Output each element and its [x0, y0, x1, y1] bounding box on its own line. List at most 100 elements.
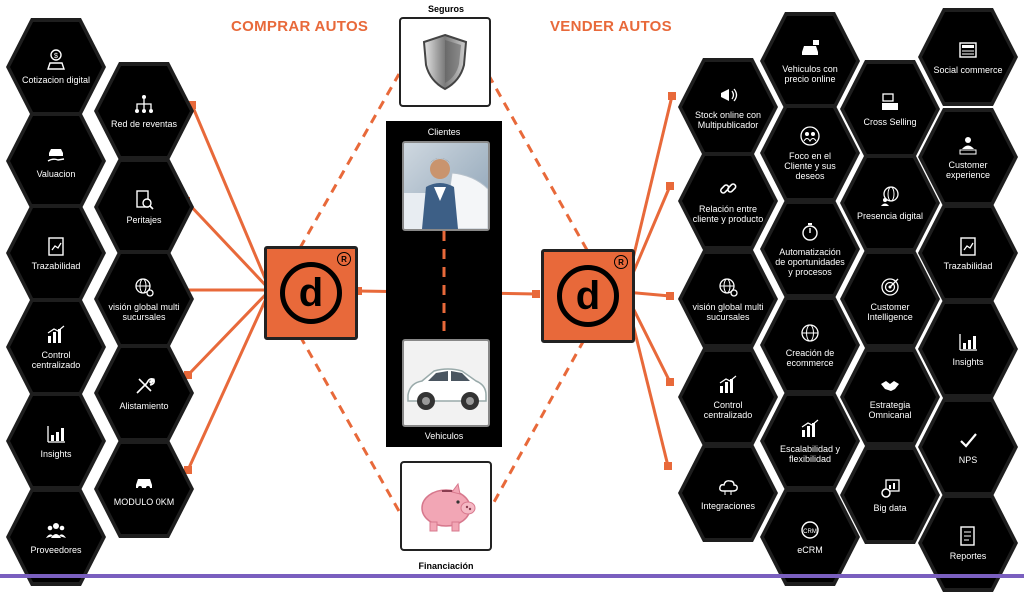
right-hexagon: Insights — [918, 300, 1018, 398]
right-hexagon: visión global multi sucursales — [678, 250, 778, 348]
handshake-icon — [881, 381, 899, 391]
hexagon-label: Proveedores — [30, 545, 82, 555]
hexagon-label: Red de reventas — [110, 119, 178, 129]
hexagon-label: Customer Intelligence — [867, 302, 913, 322]
logo-letter: d — [280, 262, 342, 324]
hexagon-content: Foco en el Cliente y sus deseos — [764, 108, 856, 198]
cloud-icon — [719, 480, 738, 495]
hexagon-content: Integraciones — [682, 448, 774, 538]
hexagon-label: Cross Selling — [863, 117, 917, 127]
left-connector-node — [184, 371, 192, 379]
document-search-icon — [136, 190, 154, 210]
piggy-bank-icon — [421, 482, 476, 532]
left-connector-node — [188, 101, 196, 109]
globe-person-icon — [881, 186, 899, 206]
news-icon — [959, 42, 977, 58]
bottom-accent-bar — [0, 574, 1024, 578]
comprar-autos-title: COMPRAR AUTOS — [231, 18, 369, 35]
hexagon-content: Customer experience — [922, 112, 1014, 202]
hexagon-content: Automatización de oportunidades y proces… — [764, 204, 856, 294]
registered-mark-icon: R — [337, 252, 351, 266]
hexagon-label: Integraciones — [700, 501, 756, 511]
hexagon-content: MODULO 0KM — [98, 444, 190, 534]
registered-mark-icon: R — [614, 255, 628, 269]
hexagon-content: Red de reventas — [98, 66, 190, 156]
hexagon-content: Estrategia Omnicanal — [844, 352, 936, 442]
right-hexagon: Social commerce — [918, 8, 1018, 106]
hexagon-label: Big data — [873, 503, 907, 513]
vertical-dashed-link — [442, 231, 446, 341]
check-icon — [960, 433, 977, 448]
hexagon-label: Foco en el Cliente y sus deseos — [784, 151, 836, 181]
left-hexagon: Alistamiento — [94, 344, 194, 442]
hexagon-content: Control centralizado — [10, 302, 102, 392]
person-with-car-image — [404, 158, 488, 229]
seguros-title: Seguros — [427, 4, 464, 14]
hexagon-label: Estrategia Omnicanal — [868, 400, 912, 420]
register-icon — [882, 93, 898, 110]
hexagon-content: Trazabilidad — [922, 208, 1014, 298]
hexagon-label: Vehiculos con precio online — [782, 64, 838, 84]
right-connector-node — [666, 378, 674, 386]
hexagon-label: Escalabilidad y flexibilidad — [779, 444, 841, 464]
right-hexagon: Escalabilidad y flexibilidad — [760, 392, 860, 490]
megaphone-icon — [721, 88, 738, 102]
hexagon-content: Insights — [922, 304, 1014, 394]
hexagon-label: Cotizacion digital — [21, 75, 91, 85]
vehiculos-label: Vehiculos — [424, 431, 464, 441]
report-icon — [960, 526, 975, 546]
stopwatch-icon — [802, 223, 818, 241]
hexagon-content: Customer Intelligence — [844, 254, 936, 344]
center-panel: Clientes Vehiculos — [386, 121, 502, 447]
hexagon-label: Control centralizado — [703, 400, 753, 420]
crm-icon: CRM — [801, 521, 819, 539]
clientes-label: Clientes — [427, 127, 461, 137]
hexagon-content: Alistamiento — [98, 348, 190, 438]
right-hexagon: Customer Intelligence — [840, 250, 940, 348]
hexagon-label: visión global multi sucursales — [692, 302, 764, 322]
hexagon-label: Trazabilidad — [31, 261, 81, 271]
hexagon-content: visión global multi sucursales — [98, 254, 190, 344]
hexagon-content: NPS — [922, 402, 1014, 492]
hexagon-content: Social commerce — [922, 12, 1014, 102]
left-connector-line — [190, 104, 272, 291]
right-hexagon: Stock online con Multipublicador — [678, 58, 778, 156]
customer-icon — [959, 137, 977, 155]
financiacion-box — [400, 461, 492, 551]
growth-chart-icon — [959, 334, 977, 351]
clientes-photo — [402, 141, 490, 231]
svg-text:CRM: CRM — [803, 529, 817, 535]
right-connector-node — [664, 462, 672, 470]
right-connector-node — [668, 92, 676, 100]
right-hexagon: Big data — [840, 446, 940, 544]
hexagon-label: Presencia digital — [856, 211, 924, 221]
hexagon-content: Peritajes — [98, 162, 190, 252]
hexagon-content: Vehiculos con precio online — [764, 16, 856, 106]
clipboard-chart-icon — [960, 237, 976, 256]
right-hexagon: Estrategia Omnicanal — [840, 348, 940, 446]
seguros-dashed-line — [298, 73, 401, 249]
hexagon-content: visión global multi sucursales — [682, 254, 774, 344]
left-connector-line — [184, 199, 272, 292]
hexagon-label: Automatización de oportunidades y proces… — [775, 247, 845, 277]
hexagon-label: Creación de ecommerce — [785, 348, 835, 368]
clipboard-chart-icon — [48, 237, 64, 256]
hexagon-label: Valuacion — [36, 169, 76, 179]
hexagon-content: Control centralizado — [682, 352, 774, 442]
seguros-dashed-line — [486, 73, 589, 251]
hexagon-content: CRM eCRM — [764, 492, 856, 582]
hexagon-label: Trazabilidad — [943, 261, 993, 271]
hexagon-label: NPS — [958, 455, 978, 465]
left-hexagon: visión global multi sucursales — [94, 250, 194, 348]
right-hexagon: NPS — [918, 398, 1018, 496]
hexagon-content: Stock online con Multipublicador — [682, 62, 774, 152]
hexagon-content: Trazabilidad — [10, 208, 102, 298]
right-hexagon: Cross Selling — [840, 60, 940, 158]
left-connector-line — [186, 288, 272, 377]
hexagon-label: eCRM — [797, 545, 823, 555]
logo-letter: d — [557, 265, 619, 327]
right-connector-node — [666, 182, 674, 190]
car-tag-icon — [802, 40, 819, 55]
diagram-stage: COMPRAR AUTOS VENDER AUTOS Seguros Clien… — [0, 4, 1024, 592]
right-hexagon: Creación de ecommerce — [760, 296, 860, 394]
